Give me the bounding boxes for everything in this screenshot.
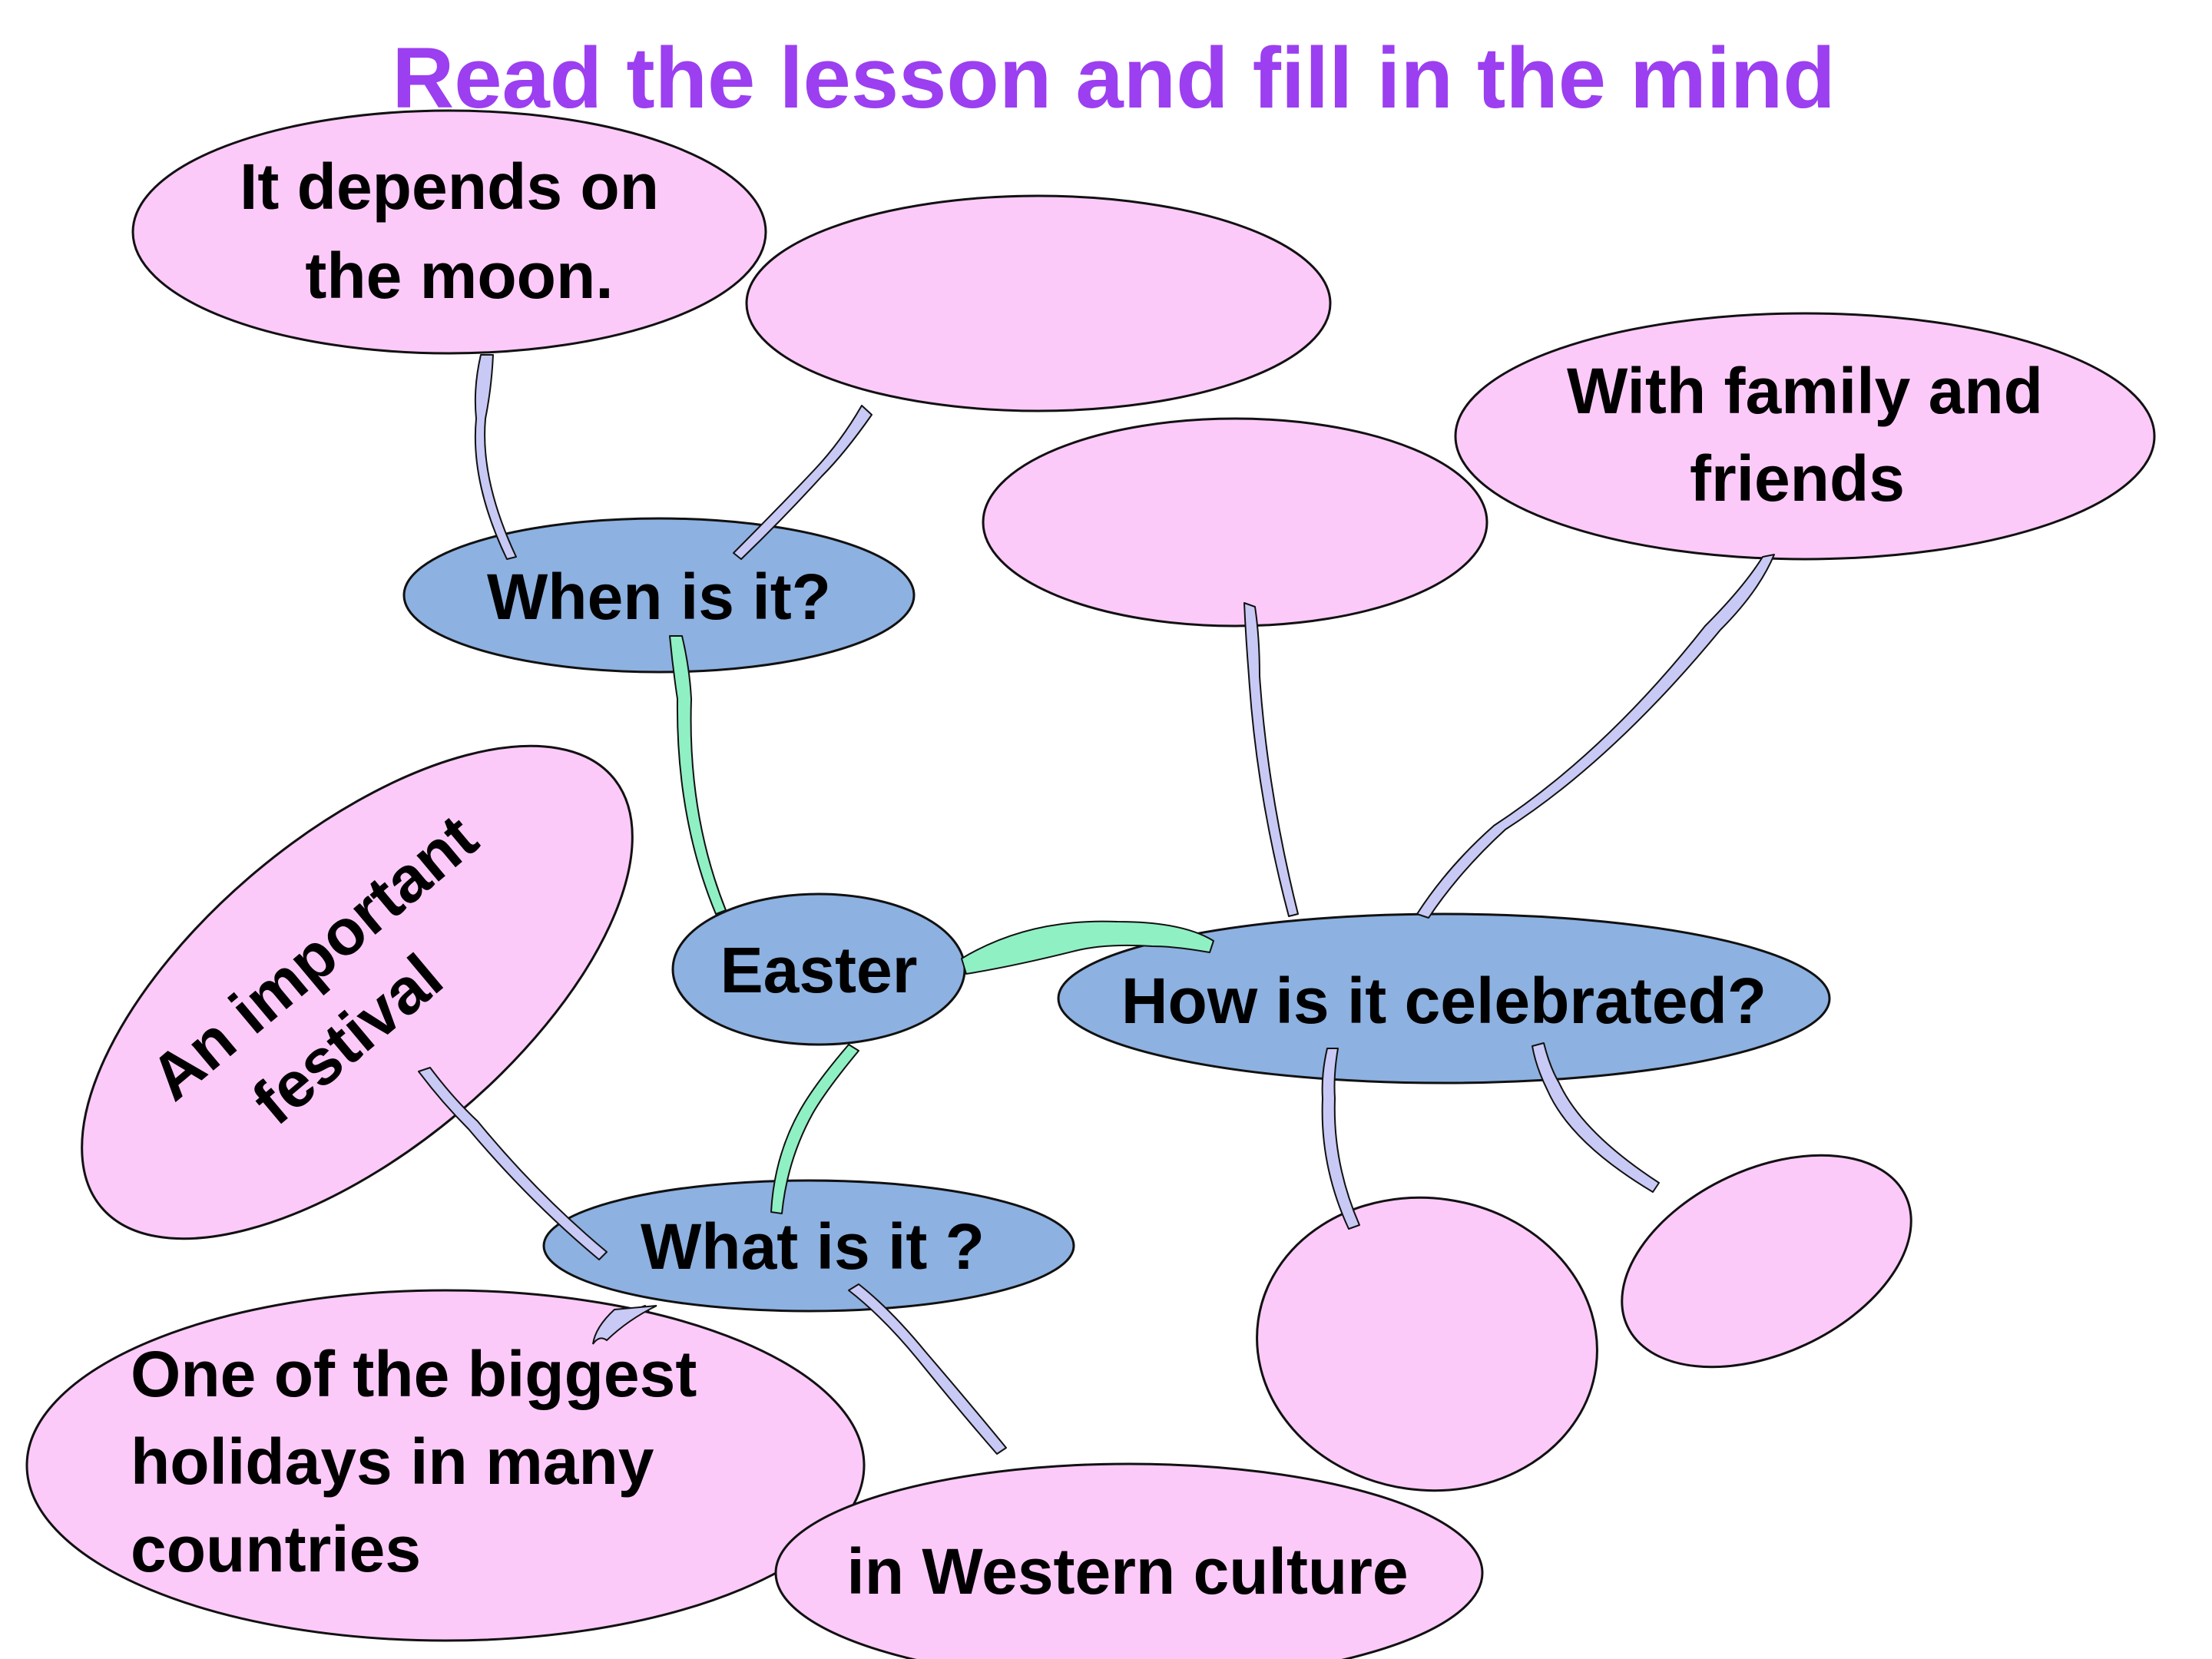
- center-text-easter: Easter: [720, 934, 918, 1006]
- connector-what-western: [848, 1283, 1007, 1455]
- connector-how-bottom-right: [1532, 1042, 1660, 1193]
- answer-text-family-line2: friends: [1690, 442, 1905, 515]
- connector-moon-when: [474, 354, 517, 560]
- question-node-what: [542, 1179, 1075, 1313]
- question-text-when: When is it?: [487, 561, 831, 633]
- connector-festival-what: [418, 1067, 608, 1260]
- answer-text-family-line1: With family and: [1567, 355, 2043, 427]
- connector-easter-what: [770, 1044, 859, 1214]
- answer-bubble-empty-middle[interactable]: [982, 417, 1488, 628]
- connector-family-how: [1416, 554, 1775, 919]
- page-title: Read the lesson and fill in the mind: [392, 30, 1835, 126]
- answer-text-holidays-line3: countries: [131, 1513, 421, 1585]
- answer-bubble-empty-top[interactable]: [745, 194, 1332, 412]
- answer-text-moon-line2: the moon.: [305, 240, 613, 312]
- answer-bubble-western: [774, 1462, 1484, 1659]
- answer-bubble-family: [1454, 312, 2156, 561]
- answer-text-western: in Western culture: [846, 1535, 1408, 1608]
- connector-what-holidays-tip: [592, 1305, 657, 1345]
- answer-bubble-empty-bottom-right[interactable]: [1588, 1113, 1945, 1410]
- connector-middle-how: [1243, 602, 1299, 917]
- connector-top-when: [733, 405, 873, 560]
- connector-how-bottom-left: [1321, 1048, 1360, 1230]
- answer-bubble-holidays: [25, 1289, 866, 1642]
- answer-text-holidays-line2: holidays in many: [131, 1426, 654, 1498]
- question-text-how: How is it celebrated?: [1121, 965, 1767, 1037]
- question-node-how: [1057, 912, 1831, 1084]
- question-node-when: [402, 517, 916, 674]
- question-text-what: What is it ?: [641, 1210, 985, 1283]
- connector-when-easter: [669, 635, 727, 915]
- answer-bubble-empty-bottom-left[interactable]: [1238, 1176, 1617, 1512]
- connector-easter-how: [961, 920, 1214, 975]
- answer-text-moon-line1: It depends on: [240, 151, 659, 223]
- answer-text-holidays-line1: One of the biggest: [131, 1338, 697, 1410]
- answer-bubble-moon: [131, 109, 767, 355]
